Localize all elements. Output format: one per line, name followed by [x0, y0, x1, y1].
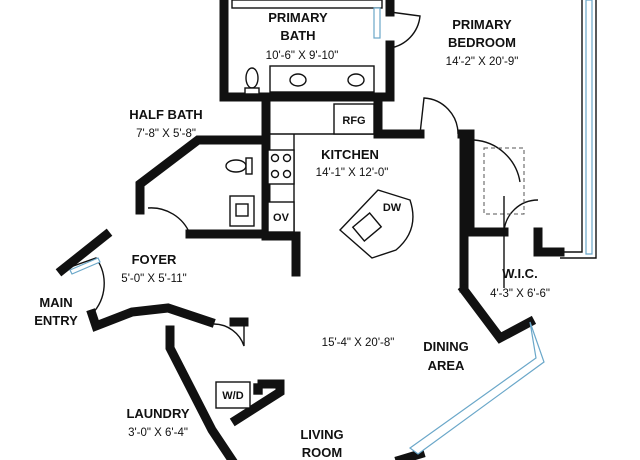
fixtures	[215, 0, 525, 409]
living-room-name-1: LIVING	[300, 427, 343, 442]
laundry-door-swing	[213, 322, 245, 347]
refrigerator-box	[333, 103, 375, 135]
half-bath-dims: 7'-8" X 5'-8"	[136, 128, 196, 140]
main-entry-name-2: ENTRY	[34, 313, 78, 328]
living-room-name-2: ROOM	[302, 445, 342, 460]
dishwasher-label: DW	[383, 202, 402, 214]
bedroom-window-frame	[560, 0, 597, 259]
bath-shower	[231, 0, 383, 9]
half-bath-name: HALF BATH	[129, 107, 202, 122]
burner-3-icon	[270, 169, 280, 179]
kitchen-dims: 14'-1" X 12'-0"	[316, 167, 389, 179]
bedroom-door-swing	[419, 97, 459, 135]
bath-toilet-tank	[244, 87, 260, 95]
island-sink-icon	[351, 212, 383, 242]
burner-4-icon	[282, 169, 292, 179]
half-bath-door-swing	[147, 207, 191, 235]
wic-wall	[457, 129, 565, 293]
kitchen-name: KITCHEN	[321, 147, 379, 162]
washer-dryer-box	[215, 381, 251, 409]
laundry-post	[253, 383, 263, 395]
main-entry-name-1: MAIN	[39, 295, 72, 310]
primary-bedroom-name-1: PRIMARY	[452, 17, 512, 32]
dining-area-name-1: DINING	[423, 339, 469, 354]
half-bath-sink-icon	[235, 203, 249, 217]
refrigerator-label: RFG	[342, 115, 365, 127]
half-bath-wall	[135, 135, 271, 215]
wic-door-swing-2	[503, 199, 539, 233]
burner-2-icon	[282, 153, 292, 163]
half-bath-toilet-tank	[245, 157, 253, 175]
great-room-dims: 15'-4" X 20'-8"	[322, 337, 395, 349]
walls	[55, 0, 597, 460]
laundry-dims: 3'-0" X 6'-4"	[128, 427, 188, 439]
foyer-west-wall	[55, 228, 113, 277]
dining-window	[408, 321, 545, 455]
bath-door-swing	[389, 11, 421, 49]
primary-bath-name-1: PRIMARY	[268, 10, 328, 25]
bedroom-partition-wall	[373, 92, 425, 139]
doors	[61, 11, 539, 347]
oven-label: OV	[273, 212, 290, 224]
wic-door-swing	[473, 139, 521, 183]
burner-1-icon	[270, 153, 280, 163]
entry-south-wall	[86, 303, 216, 332]
half-bath-toilet-icon	[225, 159, 247, 173]
laundry-wall	[165, 317, 285, 460]
primary-bedroom-name-2: BEDROOM	[448, 35, 516, 50]
appliance-labels: RFG DW OV W/D	[222, 115, 401, 402]
foyer-dims: 5'-0" X 5'-11"	[121, 273, 186, 285]
oven-box	[267, 201, 295, 233]
bath-sink-right-icon	[347, 73, 365, 87]
entry-door-leaf	[69, 257, 101, 275]
bedroom-window-glass	[585, 0, 593, 255]
washer-dryer-label: W/D	[222, 390, 243, 402]
range-icon	[267, 149, 295, 185]
bath-sink-left-icon	[289, 73, 307, 87]
bath-toilet-icon	[245, 67, 259, 89]
wic-dims: 4'-3" X 6'-6"	[490, 288, 550, 300]
dining-area-name-2: AREA	[428, 358, 465, 373]
wic-name: W.I.C.	[502, 266, 537, 281]
living-south-wall	[394, 448, 426, 460]
primary-bath-name-2: BATH	[280, 28, 315, 43]
primary-bath-wall	[219, 0, 395, 102]
bath-vanity	[269, 65, 375, 93]
laundry-name: LAUNDRY	[126, 406, 189, 421]
primary-bedroom-dims: 14'-2" X 20'-9"	[446, 56, 519, 68]
dining-east-wall	[457, 283, 537, 344]
shower-glass	[373, 7, 381, 39]
room-labels: PRIMARY BATH 10'-6" X 9'-10" PRIMARY BED…	[34, 10, 550, 460]
kitchen-west-wall	[261, 92, 301, 277]
foyer-name: FOYER	[132, 252, 177, 267]
primary-bath-dims: 10'-6" X 9'-10"	[266, 50, 339, 62]
